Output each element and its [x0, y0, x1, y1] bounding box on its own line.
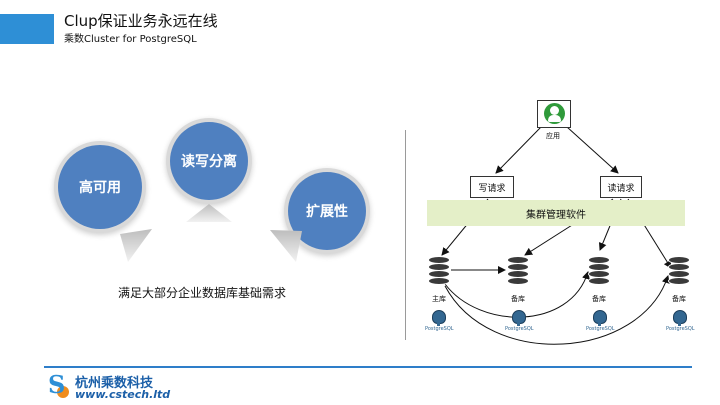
app-node	[537, 100, 571, 128]
company-name: 杭州乘数科技	[75, 376, 154, 391]
slide-title: Clup保证业务永远在线	[64, 12, 218, 30]
footer-divider	[44, 366, 692, 368]
cluster-software-band: 集群管理软件	[427, 200, 685, 226]
arrow-app-to-read	[566, 126, 619, 174]
node-label-replica: 备库	[511, 295, 525, 303]
shadow-wedge	[186, 204, 232, 222]
database-icon	[668, 256, 690, 285]
feature-label: 高可用	[79, 180, 121, 196]
slide-subtitle: 乘数Cluster for PostgreSQL	[64, 34, 197, 45]
postgresql-logo: PostgreSQL	[425, 310, 454, 334]
node-label-primary: 主库	[432, 295, 446, 303]
postgresql-logo: PostgreSQL	[505, 310, 534, 334]
feature-circle-scalability: 扩展性	[288, 172, 366, 250]
user-icon	[544, 103, 565, 124]
read-request-box: 读请求	[600, 176, 642, 198]
features-caption: 满足大部分企业数据库基础需求	[118, 286, 287, 300]
database-icon	[507, 256, 529, 285]
feature-circle-read-write-split: 读写分离	[170, 122, 248, 200]
arrow-replication-3	[444, 275, 670, 345]
company-website: www.cstech.ltd	[75, 388, 171, 401]
database-icon	[588, 256, 610, 285]
node-label-replica: 备库	[672, 295, 686, 303]
vertical-divider	[405, 130, 406, 340]
header-accent-bar	[0, 14, 54, 44]
arrow-app-to-write	[495, 126, 542, 174]
shadow-wedge	[120, 229, 152, 262]
postgresql-logo: PostgreSQL	[586, 310, 615, 334]
feature-label: 读写分离	[181, 154, 237, 170]
feature-label: 扩展性	[306, 204, 348, 220]
app-label: 应用	[546, 132, 560, 140]
write-request-box: 写请求	[470, 176, 514, 198]
node-label-replica: 备库	[592, 295, 606, 303]
feature-circle-high-availability: 高可用	[58, 145, 142, 229]
company-logo-icon: S	[48, 370, 72, 399]
database-icon	[428, 256, 450, 285]
postgresql-logo: PostgreSQL	[666, 310, 695, 334]
